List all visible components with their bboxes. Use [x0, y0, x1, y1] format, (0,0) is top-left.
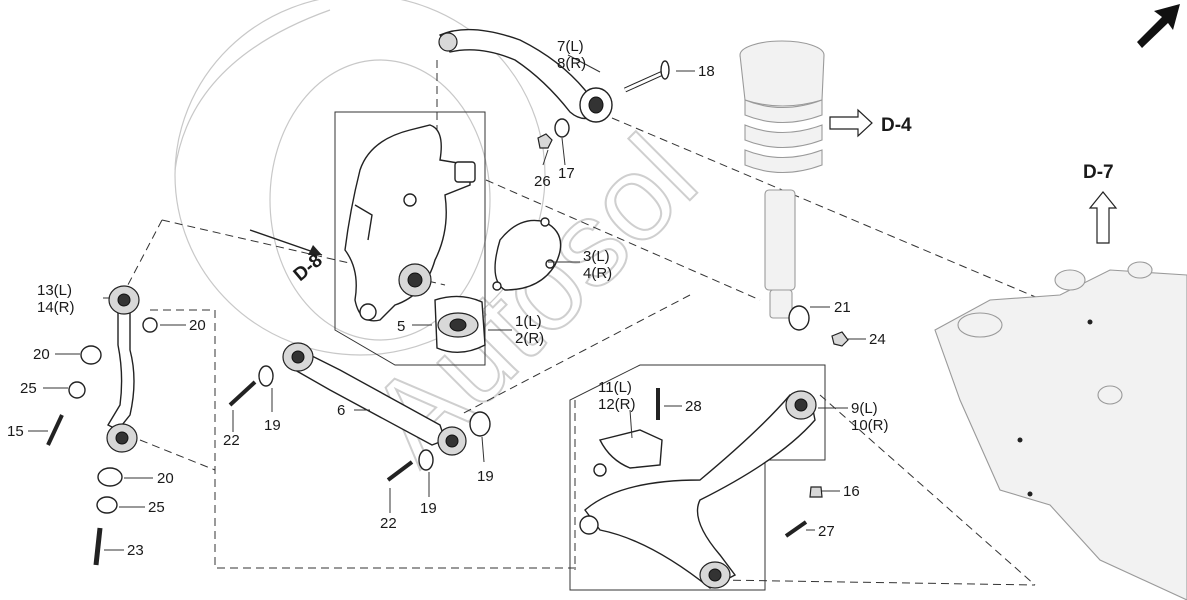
- callout-6: 6: [337, 402, 345, 419]
- ref-label-d7: D-7: [1083, 162, 1114, 183]
- callout-22-bottom: 22: [380, 515, 397, 532]
- callout-21: 21: [834, 299, 851, 316]
- callout-25-top: 25: [20, 380, 37, 397]
- callout-20-mid: 20: [33, 346, 50, 363]
- callout-24: 24: [869, 331, 886, 348]
- upper-control-arm: [438, 28, 613, 123]
- ref-arrow-d7: [1088, 191, 1118, 244]
- north-arrow-icon: [1137, 4, 1180, 48]
- ref-label-d4: D-4: [881, 115, 912, 136]
- tire-ghost: [174, 0, 546, 356]
- callout-22-left: 22: [223, 432, 240, 449]
- bolt-18: [623, 60, 670, 93]
- callout-2R: 2(R): [515, 330, 544, 347]
- ref-arrow-d8: [249, 229, 323, 256]
- callout-17: 17: [558, 165, 575, 182]
- callout-7-8: 7(L) 8(R): [557, 38, 586, 72]
- lower-arm-bracket: [593, 388, 663, 477]
- lower-arm-bolts: [784, 486, 823, 538]
- callout-4R: 4(R): [583, 265, 612, 282]
- lateral-link: [106, 285, 140, 453]
- bushing-5: [434, 295, 486, 353]
- callout-20-top: 20: [189, 317, 206, 334]
- callout-15: 15: [7, 423, 24, 440]
- callout-9L: 9(L): [851, 400, 878, 417]
- callout-13L: 13(L): [37, 282, 72, 299]
- callout-5: 5: [397, 318, 405, 335]
- lower-arm-group-frame: [569, 364, 826, 591]
- washers-and-bolts-left: [46, 317, 158, 566]
- callout-23: 23: [127, 542, 144, 559]
- callout-26: 26: [534, 173, 551, 190]
- callout-16: 16: [843, 483, 860, 500]
- steering-knuckle: [344, 124, 476, 322]
- callout-19-left: 19: [264, 417, 281, 434]
- dust-shield: [492, 217, 562, 291]
- callout-20-bottom: 20: [157, 470, 174, 487]
- callout-14R: 14(R): [37, 299, 75, 316]
- callout-1L: 1(L): [515, 313, 542, 330]
- toe-link: [282, 342, 467, 456]
- leader-lines: [28, 54, 866, 551]
- callout-27: 27: [818, 523, 835, 540]
- callout-19-right: 19: [477, 468, 494, 485]
- callout-7L: 7(L): [557, 38, 584, 55]
- callout-25-bottom: 25: [148, 499, 165, 516]
- callout-18: 18: [698, 63, 715, 80]
- coil-over-shock: [739, 40, 849, 347]
- lower-control-arm: [579, 390, 817, 589]
- callout-11L: 11(L): [598, 379, 632, 396]
- callout-8R: 8(R): [557, 55, 586, 72]
- subframe: [934, 261, 1187, 600]
- callout-12R: 12(R): [598, 396, 636, 413]
- callout-10R: 10(R): [851, 417, 889, 434]
- callout-3L: 3(L): [583, 248, 610, 265]
- knuckle-group-frame: [334, 111, 486, 366]
- ref-arrow-d4: [829, 108, 873, 138]
- callout-28: 28: [685, 398, 702, 415]
- callout-19-bottom: 19: [420, 500, 437, 517]
- nut-26-washer-17: [537, 118, 570, 149]
- toe-link-hardware: [228, 365, 491, 482]
